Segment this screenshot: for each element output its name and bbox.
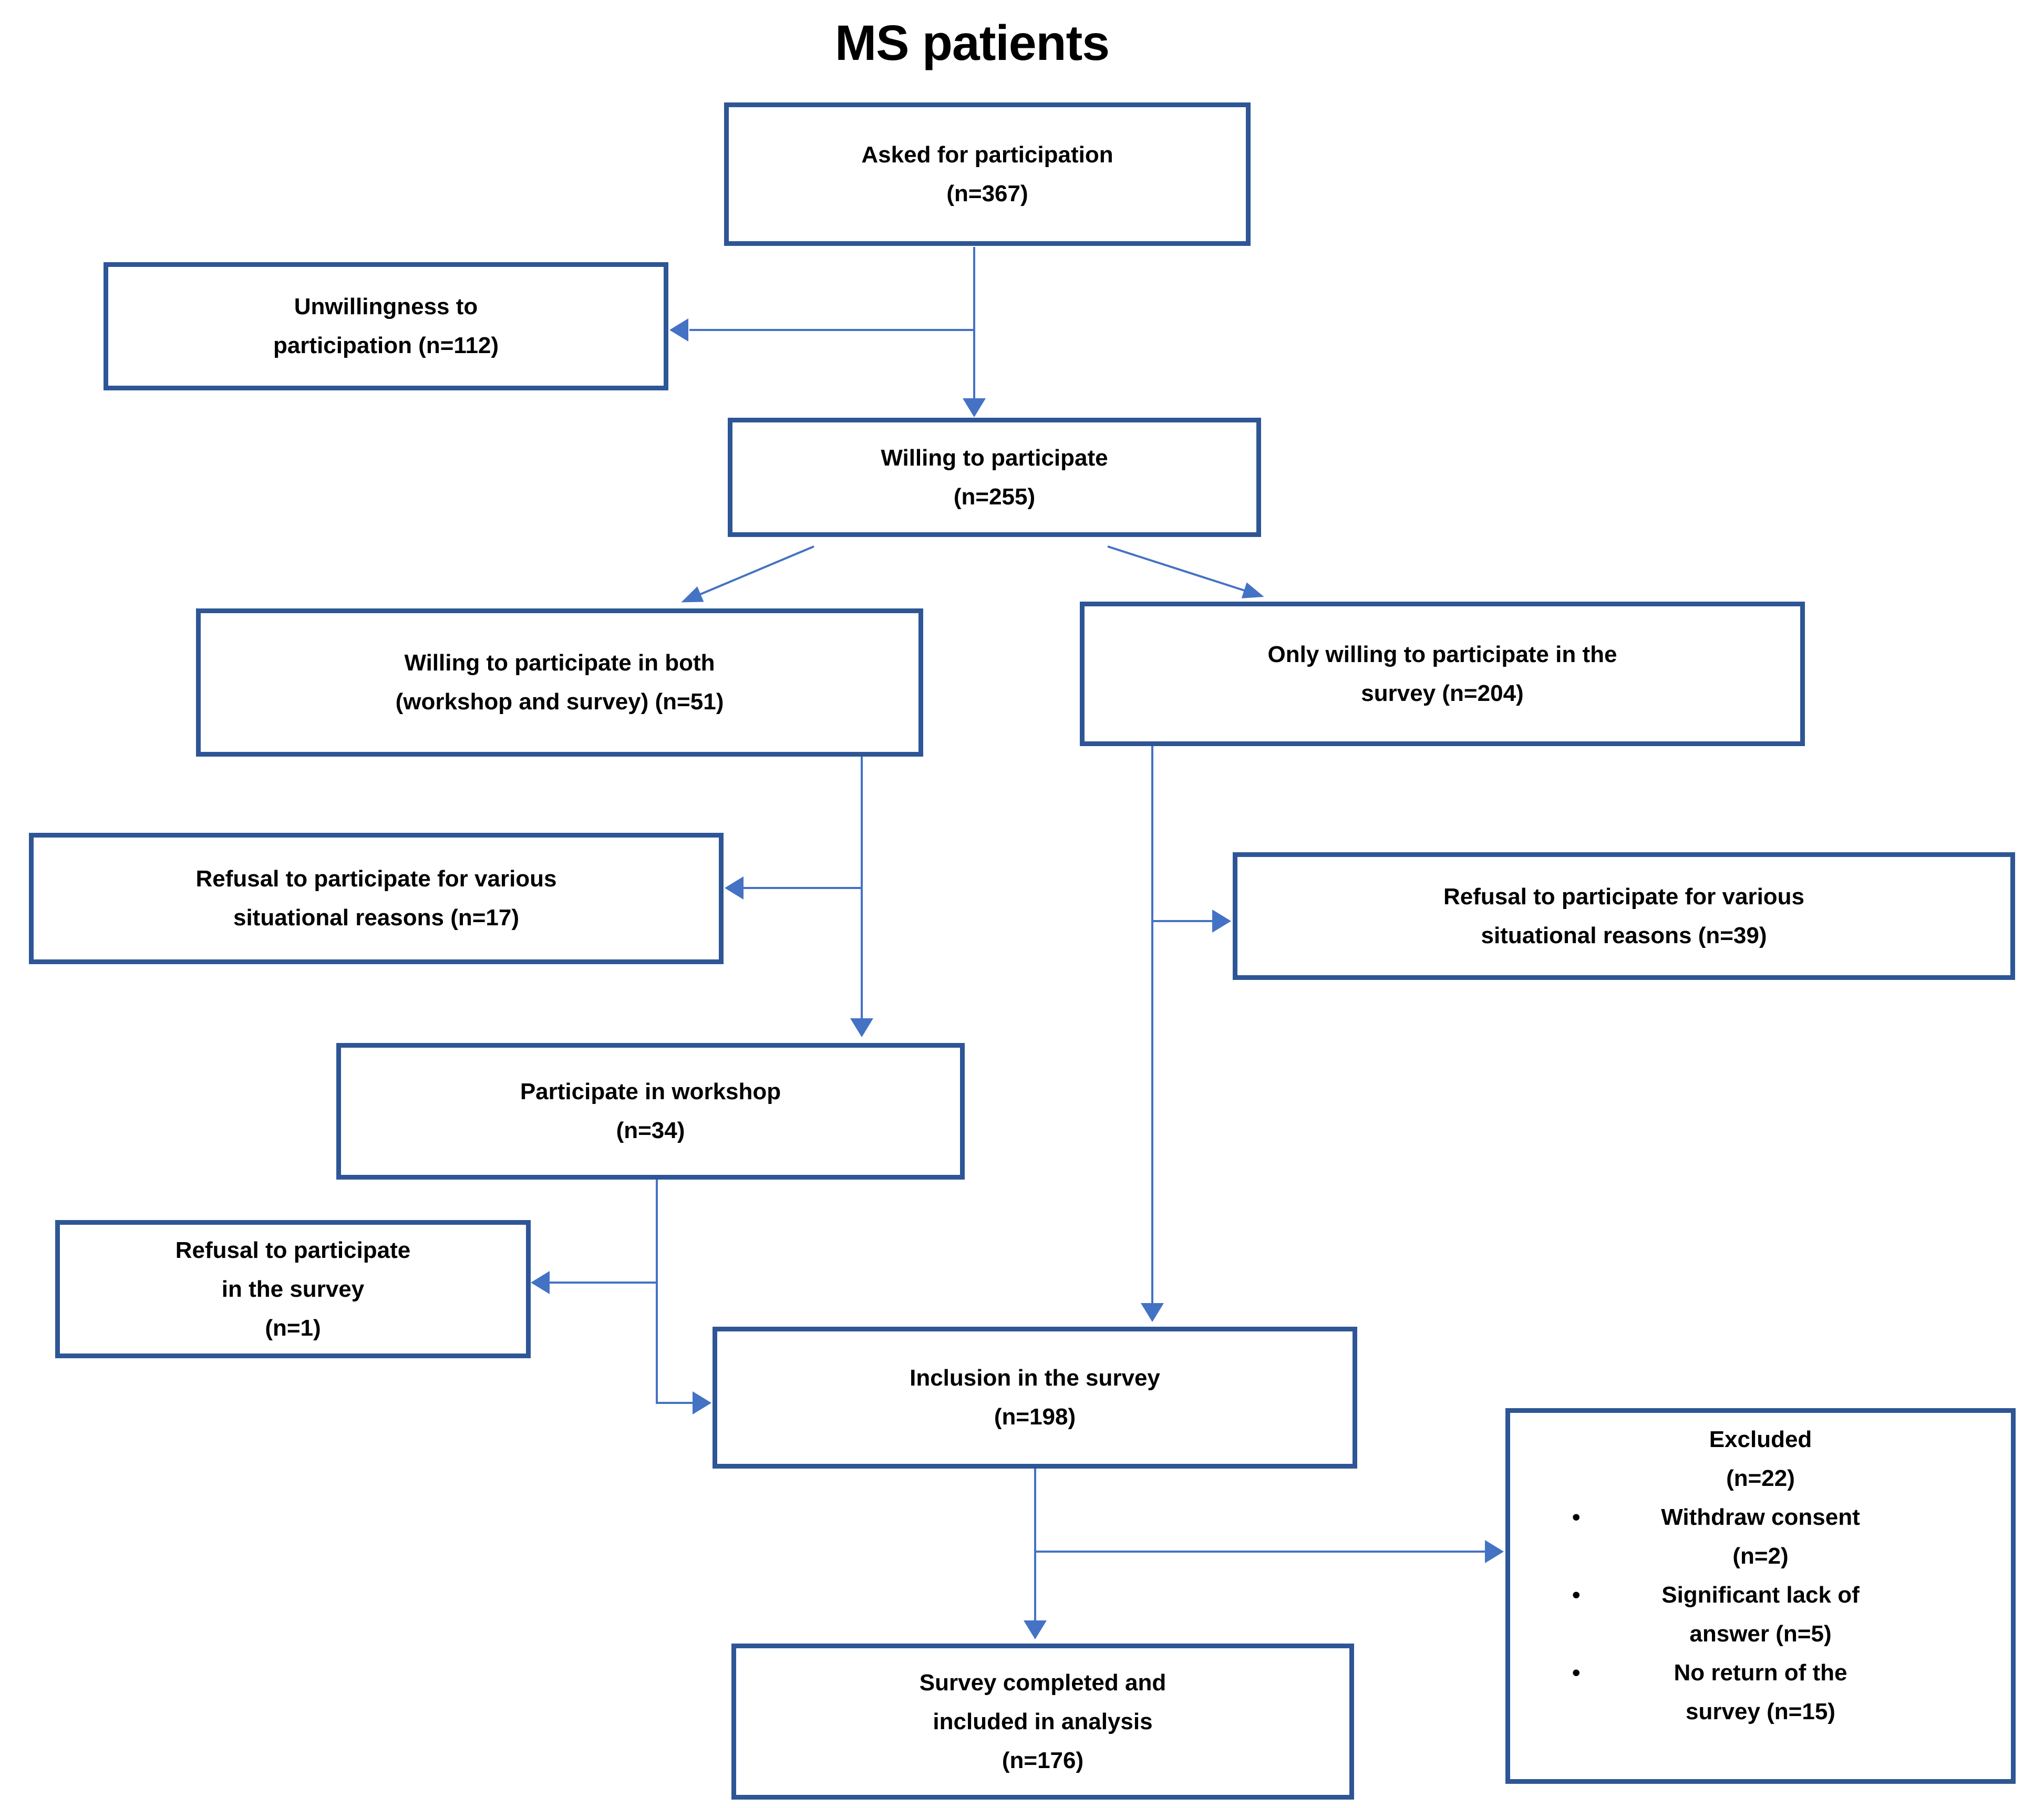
bullet-line: Significant lack of [1661, 1582, 1860, 1608]
connector-workshop-to-inclusion [656, 1402, 694, 1404]
node-label-line: situational reasons (n=39) [1481, 922, 1767, 948]
node-label-line: survey (n=204) [1361, 680, 1524, 706]
connector-onlysurvey-to-inclusion [1151, 746, 1153, 1304]
node-label-line: Unwillingness to [294, 294, 478, 319]
connector-inclusion-to-completed [1034, 1469, 1036, 1621]
bullet-line: (n=2) [1732, 1543, 1789, 1569]
node-willing-to-participate: Willing to participate (n=255) [728, 418, 1261, 537]
bullet-dot: • [1572, 1504, 1581, 1530]
node-label-line: (n=255) [953, 483, 1036, 510]
excluded-bullet-item: • No return of the survey (n=15) [1510, 1654, 2011, 1731]
excluded-bullet-item: • Significant lack of answer (n=5) [1510, 1576, 2011, 1654]
node-label-line: Survey completed and [919, 1669, 1166, 1696]
node-refusal-situational-39: Refusal to participate for various situa… [1233, 852, 2015, 980]
node-label-line: Willing to participate [881, 445, 1108, 471]
node-willing-both: Willing to participate in both (workshop… [196, 608, 923, 757]
node-refusal-survey-1: Refusal to participate in the survey (n=… [55, 1220, 531, 1358]
node-label-line: Refusal to participate for various [1443, 883, 1805, 910]
connector-to-refusal-1 [550, 1282, 657, 1284]
connector-to-refusal-39 [1153, 920, 1213, 922]
node-label-line: Inclusion in the survey [910, 1365, 1160, 1391]
node-inclusion-survey: Inclusion in the survey (n=198) [713, 1327, 1357, 1469]
excluded-bullet-item: • Withdraw consent (n=2) [1510, 1498, 2011, 1576]
bullet-line: answer (n=5) [1689, 1621, 1832, 1647]
node-participate-workshop: Participate in workshop (n=34) [336, 1043, 965, 1180]
node-survey-completed: Survey completed and included in analysi… [731, 1644, 1354, 1800]
node-label-line: in the survey [221, 1276, 365, 1302]
node-label-line: (n=198) [994, 1404, 1076, 1430]
node-only-survey: Only willing to participate in the surve… [1080, 602, 1805, 746]
node-label-line: (n=367) [946, 180, 1028, 206]
connector-willing-to-onlysurvey [1107, 545, 1264, 598]
node-label-line: included in analysis [933, 1708, 1153, 1734]
connector-to-refusal-17 [744, 887, 862, 889]
node-label-line: situational reasons (n=17) [233, 905, 520, 931]
arrowhead-left-icon [669, 318, 688, 342]
node-label-line: (n=22) [1726, 1465, 1795, 1491]
node-label-line: Only willing to participate in the [1267, 641, 1617, 667]
node-label-line: (n=176) [1002, 1747, 1084, 1773]
node-label-line: Refusal to participate for various [195, 866, 557, 892]
node-label-line: Refusal to participate [175, 1237, 411, 1263]
node-label-line: (workshop and survey) (n=51) [395, 689, 724, 715]
arrowhead-right-icon [693, 1391, 711, 1414]
arrowhead-right-icon [1485, 1540, 1504, 1563]
arrowhead-down-icon [963, 398, 986, 417]
node-label-line: (n=34) [616, 1118, 685, 1143]
arrowhead-right-icon [1212, 910, 1231, 933]
node-label-line: Participate in workshop [520, 1079, 781, 1104]
connector-asked-to-willing [973, 247, 975, 398]
arrowhead-down-icon [1141, 1303, 1164, 1322]
connector-to-excluded [1035, 1551, 1486, 1553]
node-label-line: Excluded [1709, 1427, 1812, 1452]
bullet-dot: • [1572, 1582, 1581, 1608]
bullet-line: Withdraw consent [1661, 1504, 1860, 1530]
bullet-line: survey (n=15) [1686, 1699, 1835, 1724]
connector-workshop-down [656, 1180, 658, 1404]
connector-both-to-workshop [861, 757, 863, 1019]
node-excluded: Excluded (n=22) • Withdraw consent (n=2)… [1505, 1408, 2016, 1784]
node-label-line: participation (n=112) [273, 333, 499, 358]
bullet-dot: • [1572, 1660, 1581, 1686]
node-label-line: Asked for participation [861, 141, 1113, 168]
page-title: MS patients [834, 15, 1110, 71]
connector-to-unwillingness [689, 329, 974, 331]
connector-willing-to-both [681, 545, 814, 603]
node-unwillingness: Unwillingness to participation (n=112) [104, 262, 668, 390]
node-refusal-situational-17: Refusal to participate for various situa… [29, 833, 724, 964]
arrowhead-left-icon [531, 1271, 550, 1294]
node-label-line: (n=1) [265, 1315, 321, 1341]
arrowhead-left-icon [725, 876, 744, 900]
arrowhead-down-icon [850, 1018, 873, 1037]
node-asked-for-participation: Asked for participation (n=367) [724, 102, 1251, 246]
node-label-line: Willing to participate in both [404, 650, 715, 676]
arrowhead-down-icon [1024, 1620, 1047, 1639]
bullet-line: No return of the [1674, 1660, 1847, 1686]
